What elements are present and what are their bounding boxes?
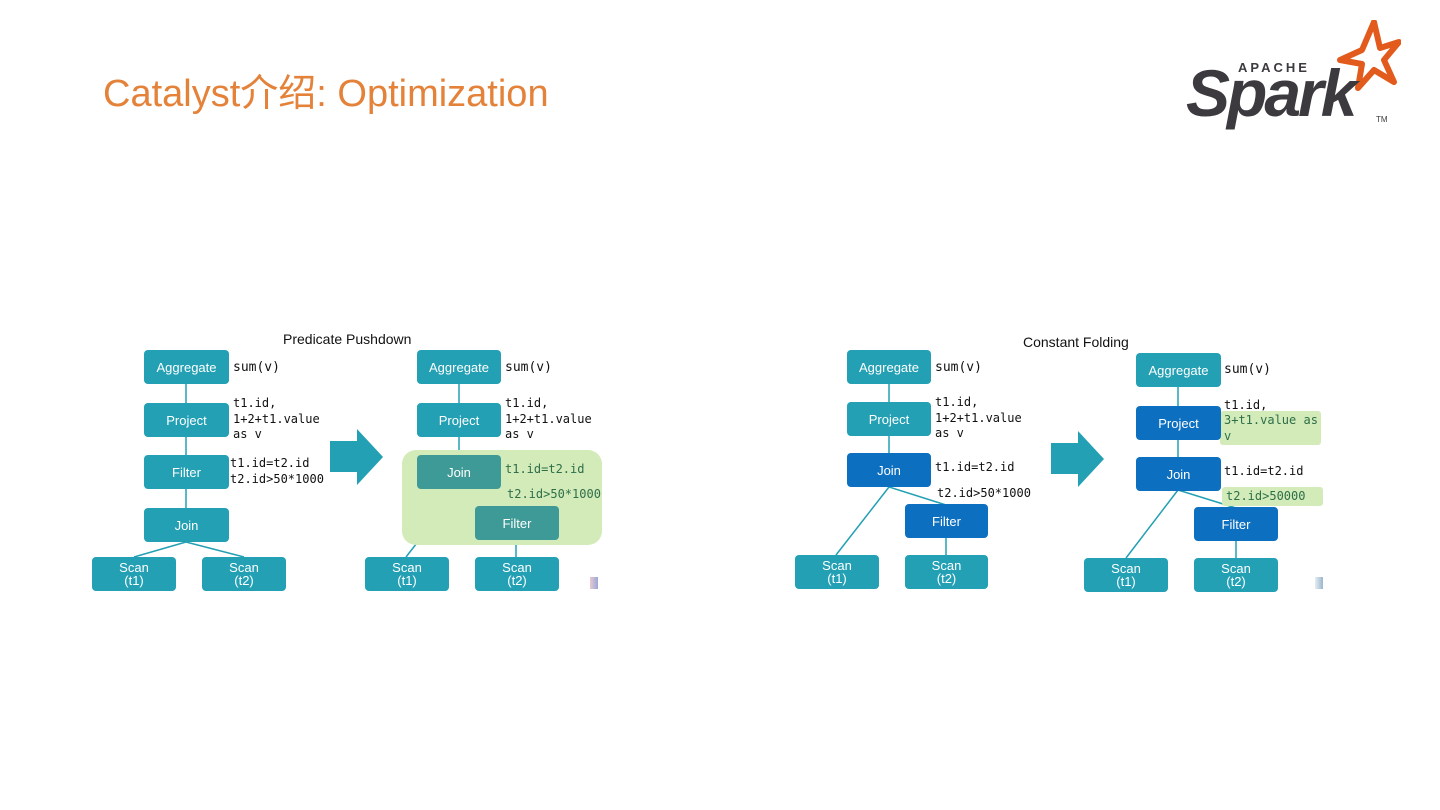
- scan-label: Scan: [229, 560, 259, 575]
- scan-label: Scan: [1221, 561, 1251, 576]
- node-scan-t1: Scan (t1): [795, 555, 879, 589]
- slide-marker: [1315, 577, 1323, 589]
- expr-line: 1+2+t1.value: [935, 410, 1022, 425]
- expr-sum: sum(v): [1224, 362, 1271, 377]
- expr-filter: t2.id>50*1000: [507, 487, 601, 501]
- expr-line: t1.id,: [505, 396, 549, 410]
- node-aggregate: Aggregate: [144, 350, 229, 384]
- node-scan-t2: Scan (t2): [905, 555, 988, 589]
- scan-label: Scan: [502, 560, 532, 575]
- node-filter: Filter: [144, 455, 229, 489]
- expr-line: t1.id=t2.id: [230, 456, 310, 470]
- node-filter: Filter: [475, 506, 559, 540]
- logo-apache-text: APACHE: [1238, 60, 1310, 75]
- caption-predicate-pushdown: Predicate Pushdown: [283, 331, 412, 347]
- node-aggregate: Aggregate: [417, 350, 501, 384]
- scan-label: Scan: [392, 560, 422, 575]
- scan-table: (t1): [397, 573, 417, 588]
- apache-spark-logo: APACHE Spark TM: [1186, 20, 1401, 135]
- spark-star-icon: [1337, 20, 1401, 91]
- expr-sum: sum(v): [233, 360, 280, 375]
- expr-project-id: t1.id,: [1224, 398, 1268, 412]
- expr-project: t1.id, 1+2+t1.value as v: [505, 396, 592, 443]
- scan-table: (t2): [507, 573, 527, 588]
- expr-line: as v: [505, 427, 534, 441]
- logo-tm: TM: [1376, 115, 1388, 124]
- expr-join: t1.id=t2.id: [1224, 464, 1304, 478]
- expr-line: 1+2+t1.value: [505, 411, 592, 426]
- expr-line: 1+2+t1.value: [233, 411, 320, 426]
- expr-filter: t2.id>50*1000: [937, 486, 1031, 500]
- node-project: Project: [144, 403, 229, 437]
- project-highlight: [1220, 411, 1321, 445]
- node-join: Join: [417, 455, 501, 489]
- scan-table: (t2): [234, 573, 254, 588]
- scan-table: (t1): [124, 573, 144, 588]
- expr-filter-folded: t2.id>50000: [1226, 489, 1306, 503]
- scan-label: Scan: [822, 558, 852, 573]
- scan-label: Scan: [1111, 561, 1141, 576]
- node-scan-t2: Scan (t2): [1194, 558, 1278, 592]
- scan-table: (t2): [1226, 574, 1246, 589]
- logo-spark-text: Spark: [1186, 56, 1357, 130]
- node-join: Join: [144, 508, 229, 542]
- scan-table: (t2): [936, 571, 957, 586]
- expr-line: 3+t1.value as: [1224, 413, 1318, 427]
- page-title: Catalyst介绍: Optimization: [103, 73, 549, 115]
- expr-join: t1.id=t2.id: [935, 460, 1015, 474]
- caption-constant-folding: Constant Folding: [1023, 334, 1129, 350]
- scan-label: Scan: [931, 558, 962, 573]
- node-aggregate: Aggregate: [1136, 353, 1221, 387]
- expr-line: as v: [935, 426, 964, 440]
- slide-marker: [590, 577, 598, 589]
- node-scan-t1: Scan (t1): [92, 557, 176, 591]
- node-scan-t2: Scan (t2): [202, 557, 286, 591]
- right-arrow-icon: [330, 429, 383, 485]
- expr-line: v: [1224, 428, 1232, 443]
- node-project: Project: [417, 403, 501, 437]
- expr-line: t1.id,: [935, 395, 979, 409]
- expr-project: t1.id, 1+2+t1.value as v: [233, 396, 320, 443]
- node-filter: Filter: [905, 504, 988, 538]
- node-scan-t2: Scan (t2): [475, 557, 559, 591]
- node-scan-t1: Scan (t1): [365, 557, 449, 591]
- node-scan-t1: Scan (t1): [1084, 558, 1168, 592]
- expr-join: t1.id=t2.id: [505, 462, 585, 476]
- node-project: Project: [1136, 406, 1221, 440]
- node-aggregate: Aggregate: [847, 350, 931, 384]
- scan-table: (t1): [1116, 574, 1136, 589]
- node-join: Join: [847, 453, 931, 487]
- expr-filter: t1.id=t2.id t2.id>50*1000: [230, 456, 324, 487]
- node-project: Project: [847, 402, 931, 436]
- expr-line: t2.id>50*1000: [230, 471, 324, 486]
- scan-table: (t1): [827, 571, 847, 586]
- expr-sum: sum(v): [935, 360, 982, 375]
- filter-highlight: [1222, 487, 1323, 506]
- expr-line: as v: [233, 427, 262, 441]
- expr-sum: sum(v): [505, 360, 552, 375]
- scan-label: Scan: [119, 560, 149, 575]
- expr-project-folded: 3+t1.value as v: [1224, 413, 1318, 444]
- expr-project: t1.id, 1+2+t1.value as v: [935, 395, 1022, 442]
- right-arrow-icon: [1051, 431, 1104, 487]
- node-join: Join: [1136, 457, 1221, 491]
- expr-line: t1.id,: [233, 396, 277, 410]
- node-filter: Filter: [1194, 507, 1278, 541]
